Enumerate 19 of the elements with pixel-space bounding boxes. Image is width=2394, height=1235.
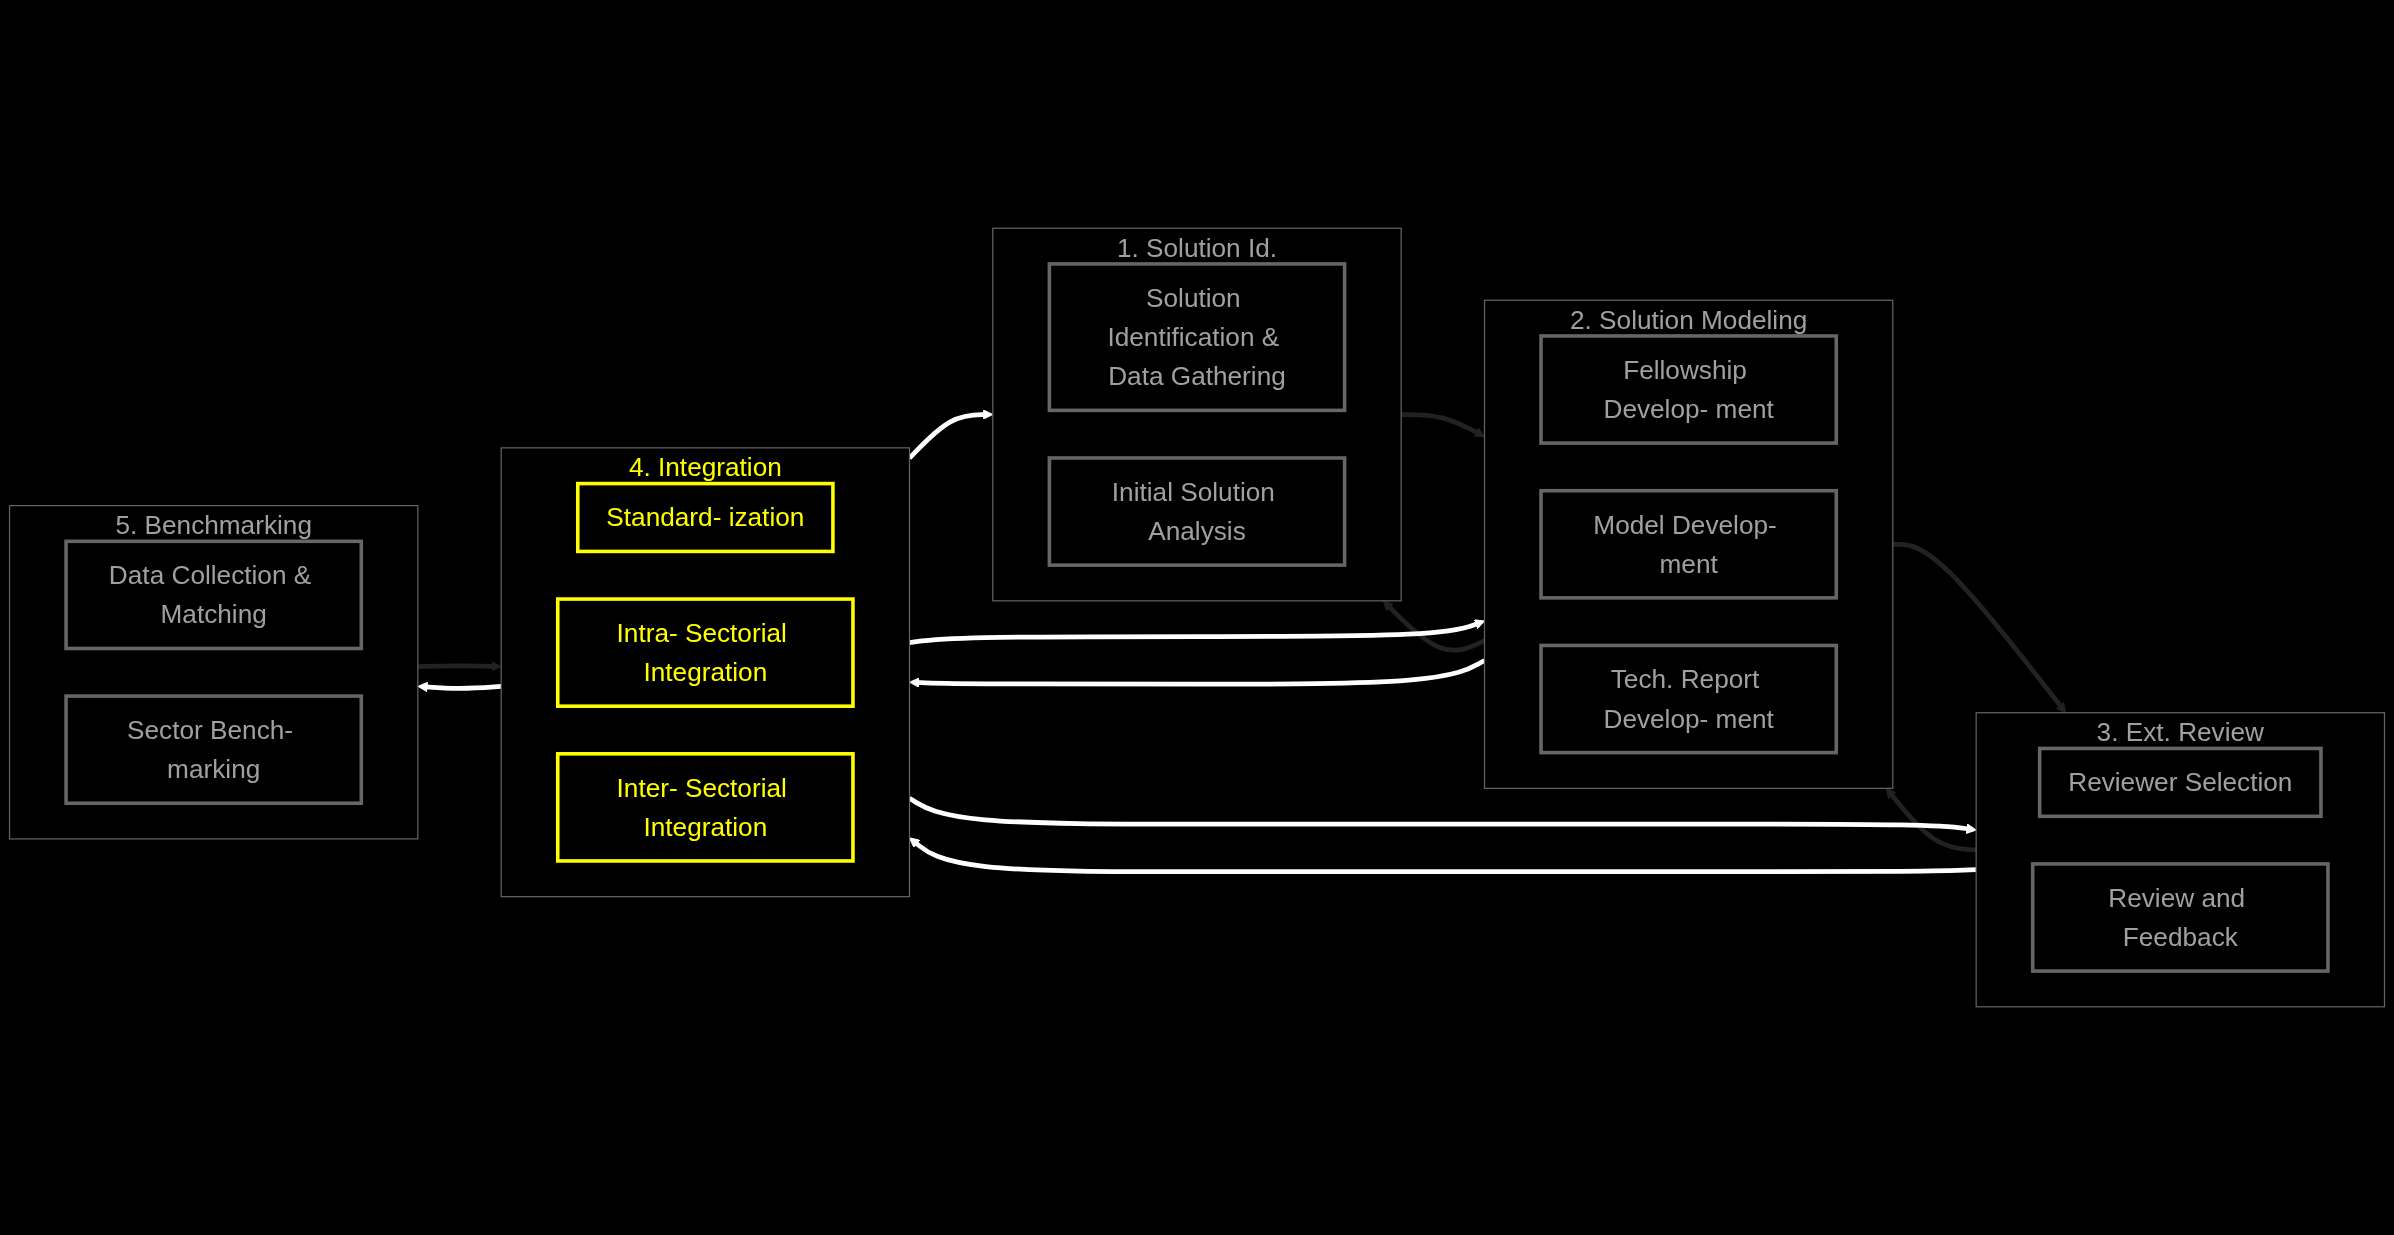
node-box: Tech. Report Develop- ment [1539, 643, 1839, 755]
node-box: Model Develop- ment [1539, 488, 1839, 600]
arrow [1892, 541, 2067, 714]
node-box: Initial Solution Analysis [1047, 456, 1347, 567]
node-box: Sector Bench- marking [64, 694, 364, 805]
node-box: Data Collection & Matching [64, 539, 364, 651]
arrow [1401, 412, 1485, 437]
arrow [909, 619, 1485, 645]
arrow [417, 661, 502, 672]
arrow [909, 837, 1977, 875]
node-box: Solution Identification & Data Gathering [1047, 262, 1347, 413]
node-box: Intra- Sectorial Integration [555, 597, 855, 708]
arrow [417, 681, 502, 693]
node-box: Review and Feedback [2030, 862, 2330, 973]
node-box: Inter- Sectorial Integration [555, 752, 855, 863]
node-box: Fellowship Develop- ment [1539, 334, 1839, 445]
arrow [1885, 787, 1977, 853]
node-box: Standard- ization [576, 481, 835, 554]
node-box: Reviewer Selection [2037, 746, 2323, 819]
